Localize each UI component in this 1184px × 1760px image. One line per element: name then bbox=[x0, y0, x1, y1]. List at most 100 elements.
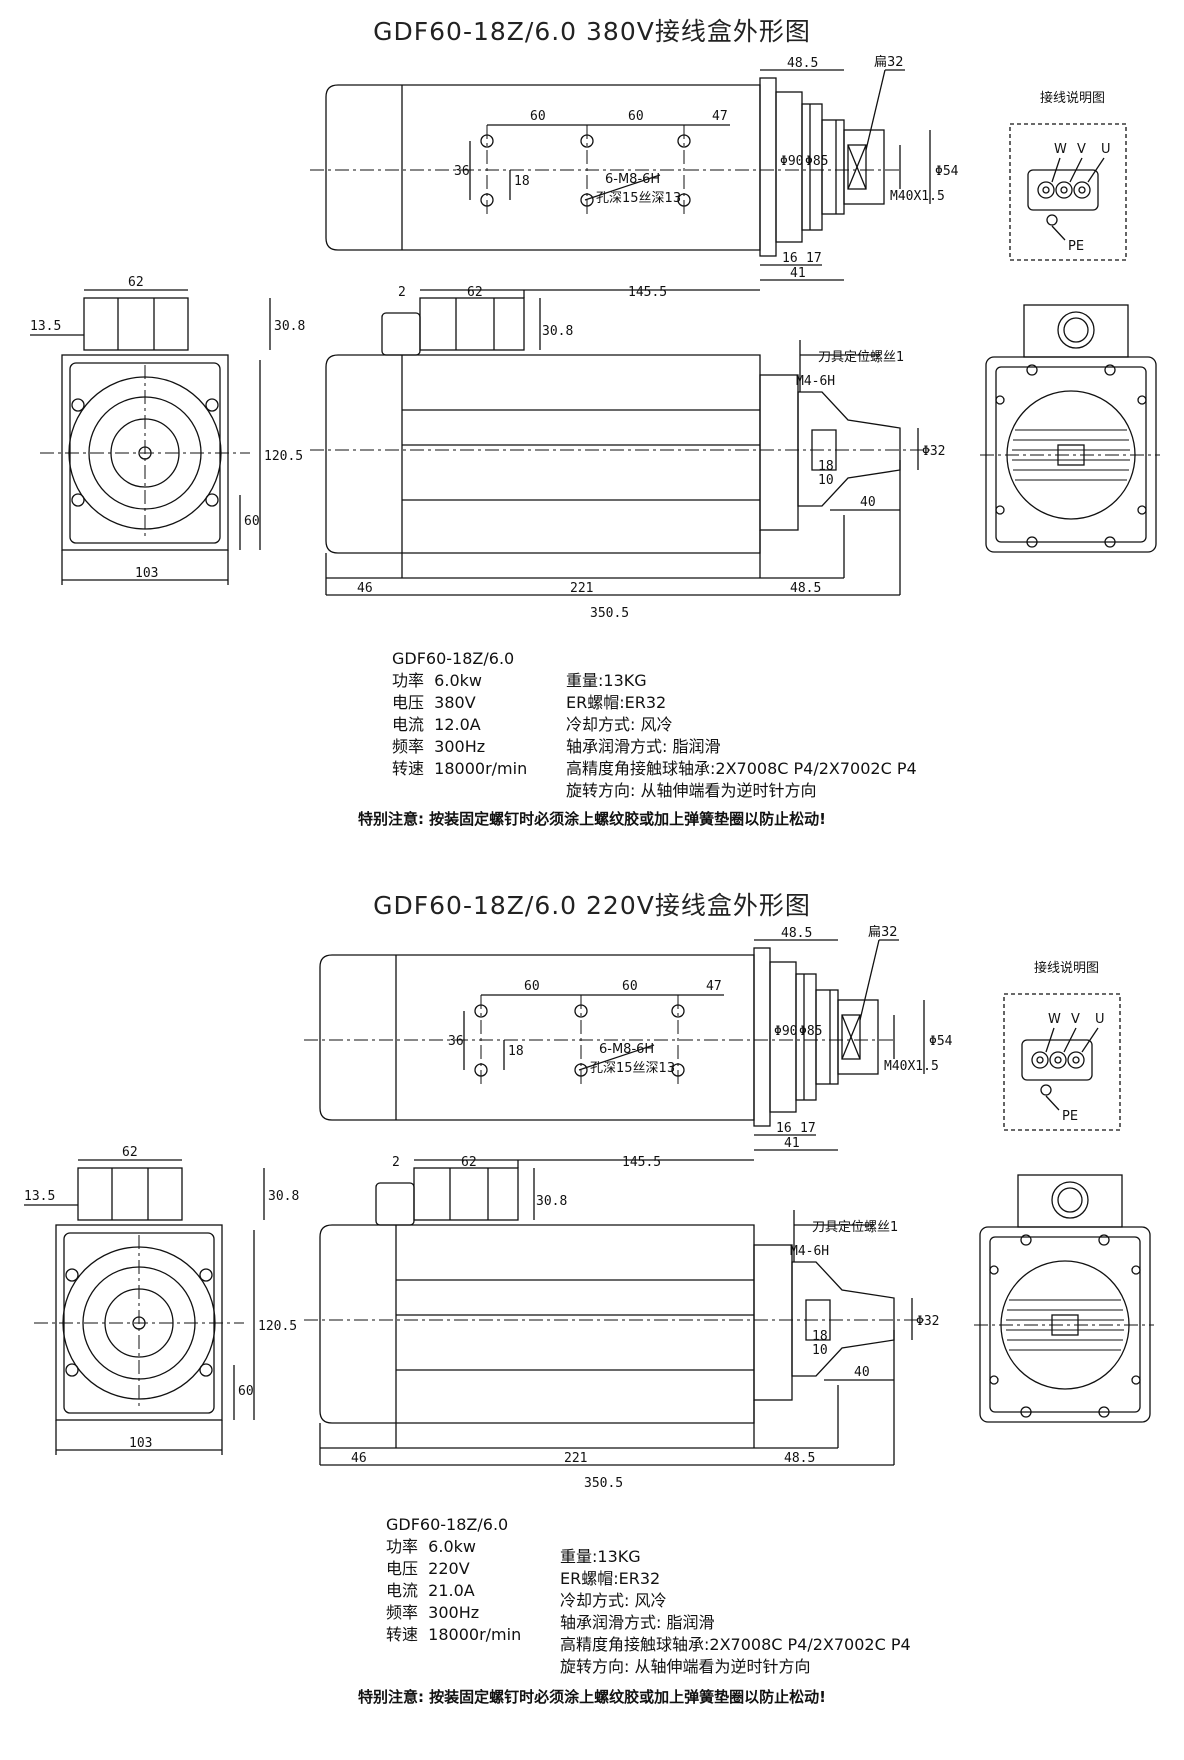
dim-depth: 孔深15丝深13 bbox=[590, 1061, 675, 1076]
dim-13.5: 13.5 bbox=[24, 1189, 55, 1204]
dim-thread: 6-M8-6H bbox=[599, 1042, 654, 1057]
wiring-pe: PE bbox=[1062, 1109, 1078, 1124]
dim-41: 41 bbox=[784, 1136, 800, 1151]
dim-phi90: Φ90 bbox=[774, 1024, 797, 1039]
dim-phi90: Φ90 bbox=[780, 154, 803, 169]
dim-phi54: Φ54 bbox=[929, 1034, 953, 1049]
dim-60b: 60 bbox=[628, 109, 644, 124]
dim-phi85: Φ85 bbox=[799, 1024, 822, 1039]
spec-power: 功率 6.0kw bbox=[392, 671, 482, 690]
spec-rotation: 旋转方向: 从轴伸端看为逆时针方向 bbox=[560, 1657, 811, 1676]
spec-lubrication: 轴承润滑方式: 脂润滑 bbox=[560, 1613, 715, 1632]
spec-lubrication: 轴承润滑方式: 脂润滑 bbox=[566, 737, 721, 756]
spec-model: GDF60-18Z/6.0 bbox=[392, 649, 515, 668]
dim-62-front: 62 bbox=[122, 1145, 138, 1160]
dim-10: 10 bbox=[818, 473, 834, 488]
dim-phi32: Φ32 bbox=[922, 444, 945, 459]
dim-350.5: 350.5 bbox=[584, 1476, 623, 1491]
wiring-v: V bbox=[1077, 142, 1086, 157]
warning-note: 特别注意: 按装固定螺钉时必须涂上螺纹胶或加上弹簧垫圈以防止松动! bbox=[357, 1688, 827, 1706]
dim-62-side: 62 bbox=[461, 1155, 477, 1170]
wiring-title: 接线说明图 bbox=[1040, 90, 1105, 106]
dim-48.5-bottom: 48.5 bbox=[784, 1451, 815, 1466]
dim-221: 221 bbox=[570, 581, 593, 596]
spec-cooling: 冷却方式: 风冷 bbox=[560, 1591, 667, 1610]
dim-62-front: 62 bbox=[128, 275, 144, 290]
dim-41: 41 bbox=[790, 266, 806, 281]
spec-weight: 重量:13KG bbox=[560, 1547, 641, 1566]
dim-40: 40 bbox=[854, 1365, 870, 1380]
dim-350.5: 350.5 bbox=[590, 606, 629, 621]
dim-103: 103 bbox=[135, 566, 158, 581]
dim-18b: 18 bbox=[818, 459, 834, 474]
dim-60a: 60 bbox=[524, 979, 540, 994]
drawing-title: GDF60-18Z/6.0 220V接线盒外形图 bbox=[373, 891, 811, 920]
dim-phi32: Φ32 bbox=[916, 1314, 939, 1329]
wiring-u: U bbox=[1101, 142, 1111, 157]
dim-62-side: 62 bbox=[467, 285, 483, 300]
drawing-svg: 48.5 扁32 60 60 47 36 18 6-M8-6H 孔深15丝深13… bbox=[24, 925, 1154, 1491]
warning-note: 特别注意: 按装固定螺钉时必须涂上螺纹胶或加上弹簧垫圈以防止松动! bbox=[357, 810, 827, 828]
tool-screw-label: 刀具定位螺丝1 bbox=[812, 1220, 898, 1235]
dim-46: 46 bbox=[357, 581, 373, 596]
spec-collet: ER螺帽:ER32 bbox=[566, 693, 667, 712]
spec-frequency: 频率 300Hz bbox=[386, 1603, 480, 1622]
spec-speed: 转速 18000r/min bbox=[386, 1625, 522, 1644]
dim-48.5-top: 48.5 bbox=[787, 56, 818, 71]
dim-30.8-side: 30.8 bbox=[542, 324, 573, 339]
dim-48.5-top: 48.5 bbox=[781, 926, 812, 941]
dim-221: 221 bbox=[564, 1451, 587, 1466]
dim-48.5-bottom: 48.5 bbox=[790, 581, 821, 596]
dim-40: 40 bbox=[860, 495, 876, 510]
wiring-w: W bbox=[1054, 142, 1067, 157]
dim-60b: 60 bbox=[622, 979, 638, 994]
tool-screw-label: 刀具定位螺丝1 bbox=[818, 350, 904, 365]
drawing-svg: 48.5 扁32 60 60 47 36 18 6-M8-6H 孔深15丝深13… bbox=[30, 55, 1160, 621]
dim-18: 18 bbox=[514, 174, 530, 189]
dim-46: 46 bbox=[351, 1451, 367, 1466]
dim-18: 18 bbox=[508, 1044, 524, 1059]
dim-phi85: Φ85 bbox=[805, 154, 828, 169]
spec-power: 功率 6.0kw bbox=[386, 1537, 476, 1556]
dim-36: 36 bbox=[448, 1034, 464, 1049]
wiring-u: U bbox=[1095, 1012, 1105, 1027]
dim-10: 10 bbox=[812, 1343, 828, 1358]
spec-current: 电流 12.0A bbox=[392, 715, 481, 734]
dim-145.5: 145.5 bbox=[622, 1155, 661, 1170]
wiring-v: V bbox=[1071, 1012, 1080, 1027]
dim-phi54: Φ54 bbox=[935, 164, 959, 179]
spec-cooling: 冷却方式: 风冷 bbox=[566, 715, 673, 734]
motor-body-outline bbox=[325, 84, 761, 251]
dim-16: 16 bbox=[782, 251, 798, 266]
dim-thread: 6-M8-6H bbox=[605, 172, 660, 187]
dim-30.8-side: 30.8 bbox=[536, 1194, 567, 1209]
dim-60-front: 60 bbox=[238, 1384, 254, 1399]
dim-2: 2 bbox=[392, 1155, 400, 1170]
drawing-sheet-380v: GDF60-18Z/6.0 380V接线盒外形图 bbox=[30, 17, 1160, 828]
dim-30.8-front: 30.8 bbox=[274, 319, 305, 334]
dim-m4: M4-6H bbox=[790, 1244, 829, 1259]
spec-speed: 转速 18000r/min bbox=[392, 759, 528, 778]
dim-depth: 孔深15丝深13 bbox=[596, 191, 681, 206]
dim-17: 17 bbox=[806, 251, 822, 266]
wiring-title: 接线说明图 bbox=[1034, 960, 1099, 976]
dim-60-front: 60 bbox=[244, 514, 260, 529]
dim-145.5: 145.5 bbox=[628, 285, 667, 300]
dim-flat32: 扁32 bbox=[868, 925, 898, 940]
dim-13.5: 13.5 bbox=[30, 319, 61, 334]
spec-collet: ER螺帽:ER32 bbox=[560, 1569, 661, 1588]
dim-m40: M40X1.5 bbox=[884, 1059, 939, 1074]
spec-weight: 重量:13KG bbox=[566, 671, 647, 690]
dim-47: 47 bbox=[712, 109, 728, 124]
dim-18b: 18 bbox=[812, 1329, 828, 1344]
dim-m40: M40X1.5 bbox=[890, 189, 945, 204]
wiring-w: W bbox=[1048, 1012, 1061, 1027]
dim-flat32: 扁32 bbox=[874, 55, 904, 70]
dim-36: 36 bbox=[454, 164, 470, 179]
dim-47: 47 bbox=[706, 979, 722, 994]
wiring-pe: PE bbox=[1068, 239, 1084, 254]
spec-rotation: 旋转方向: 从轴伸端看为逆时针方向 bbox=[566, 781, 817, 800]
dim-103: 103 bbox=[129, 1436, 152, 1451]
dim-16: 16 bbox=[776, 1121, 792, 1136]
dim-m4: M4-6H bbox=[796, 374, 835, 389]
